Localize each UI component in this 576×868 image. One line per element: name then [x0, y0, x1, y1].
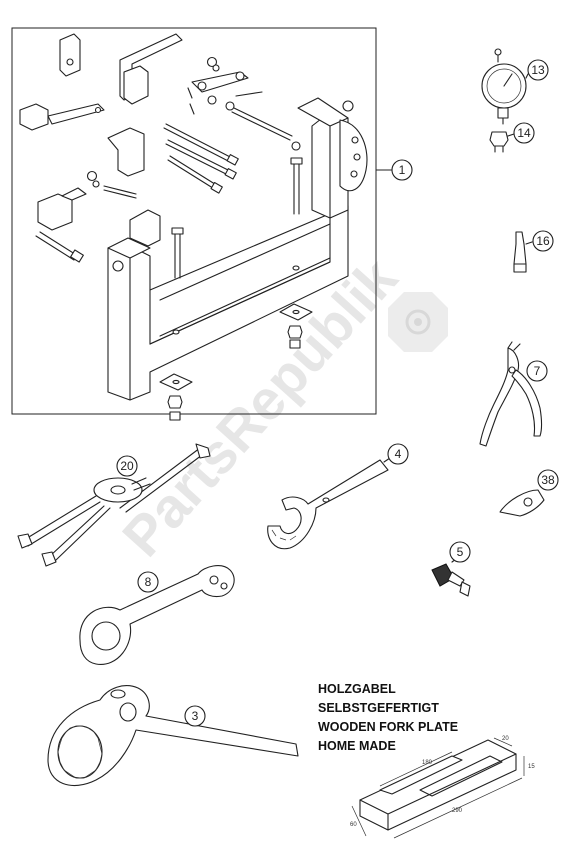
callout-7: 7 — [526, 360, 548, 382]
assembly-box — [11, 27, 377, 415]
callout-20-label: 20 — [120, 459, 134, 473]
callout-3: 3 — [184, 705, 206, 727]
wooden-fork-plate: 180 20 15 290 60 — [350, 736, 535, 839]
callout-4-label: 4 — [395, 447, 402, 461]
note-line-2: SELBSTGEFERTIGT — [318, 701, 439, 715]
callout-13: 13 — [527, 59, 549, 81]
dial-gauge — [481, 48, 529, 125]
gauge-adapter — [489, 131, 515, 153]
callout-16-label: 16 — [536, 234, 550, 248]
callout-16: 16 — [532, 230, 554, 252]
callout-14-label: 14 — [517, 126, 531, 140]
engine-stand — [107, 97, 368, 421]
hook-wrench — [267, 457, 391, 550]
callout-38-label: 38 — [541, 473, 555, 487]
callout-38: 38 — [537, 469, 559, 491]
callout-3-label: 3 — [192, 709, 199, 723]
callout-8-label: 8 — [145, 575, 152, 589]
small-plate — [499, 489, 545, 517]
dim-15: 15 — [528, 764, 535, 770]
callout-5: 5 — [449, 541, 471, 563]
note-line-4: HOME MADE — [318, 739, 396, 753]
pin-wrench — [79, 565, 235, 665]
callout-20: 20 — [116, 455, 138, 477]
callout-8: 8 — [137, 571, 159, 593]
callout-1-label: 1 — [399, 163, 406, 177]
clutch-holder — [47, 685, 299, 787]
wooden-fork-note: HOLZGABEL SELBSTGEFERTIGT WOODEN FORK PL… — [318, 682, 458, 753]
dim-20: 20 — [502, 736, 509, 742]
callout-14: 14 — [513, 122, 535, 144]
stand-parts — [19, 33, 293, 263]
dim-290: 290 — [452, 808, 463, 814]
callout-5-label: 5 — [457, 545, 464, 559]
note-line-3: WOODEN FORK PLATE — [318, 720, 458, 734]
callout-1: 1 — [391, 159, 413, 181]
dim-60: 60 — [350, 822, 357, 828]
callout-7-label: 7 — [534, 364, 541, 378]
circlip-pliers — [479, 341, 543, 447]
lubricant-tube — [513, 231, 533, 273]
callout-13-label: 13 — [531, 63, 545, 77]
puller-tool — [17, 443, 211, 567]
note-line-1: HOLZGABEL — [318, 682, 396, 696]
plug-tool — [431, 555, 471, 597]
watermark-gear-icon — [388, 292, 448, 352]
dim-180: 180 — [422, 760, 433, 766]
callout-4: 4 — [387, 443, 409, 465]
